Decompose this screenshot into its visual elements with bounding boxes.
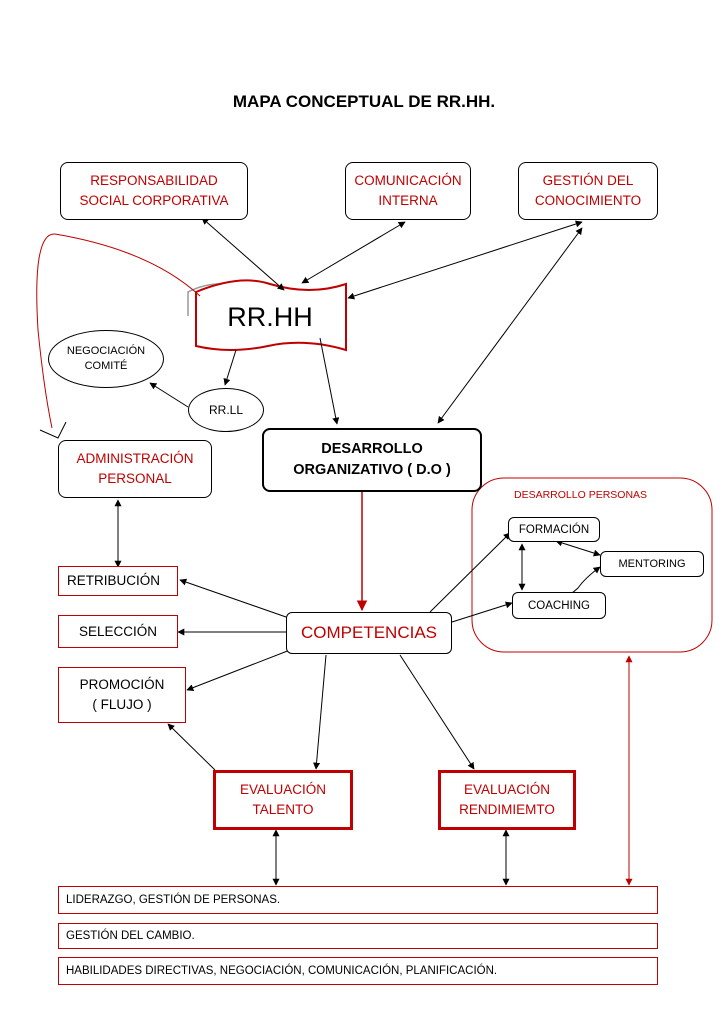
node-negociacion: NEGOCIACIÓN COMITÉ <box>48 330 164 388</box>
node-formacion: FORMACIÓN <box>508 517 600 542</box>
node-rrhh: RR.HH <box>227 302 313 333</box>
node-administracion: ADMINISTRACIÓN PERSONAL <box>58 440 212 498</box>
bar-gestion-cambio: GESTIÓN DEL CAMBIO. <box>58 923 658 949</box>
bar-liderazgo: LIDERAZGO, GESTIÓN DE PERSONAS. <box>58 886 658 914</box>
label-desarrollo-personas: DESARROLLO PERSONAS <box>514 489 648 501</box>
node-gestion-conocimiento: GESTIÓN DEL CONOCIMIENTO <box>518 162 658 220</box>
bar-habilidades: HABILIDADES DIRECTIVAS, NEGOCIACIÓN, COM… <box>58 957 658 985</box>
node-rrll: RR.LL <box>188 388 264 432</box>
node-evaluacion-talento: EVALUACIÓN TALENTO <box>213 770 353 830</box>
node-mentoring: MENTORING <box>600 551 704 577</box>
desarrollo-personas-group <box>471 477 713 653</box>
node-coaching: COACHING <box>512 592 606 619</box>
node-comunicacion: COMUNICACIÓN INTERNA <box>345 162 471 220</box>
node-responsabilidad: RESPONSABILIDAD SOCIAL CORPORATIVA <box>60 162 248 220</box>
node-evaluacion-rendimiento: EVALUACIÓN RENDIMIEMTO <box>438 770 576 830</box>
node-desarrollo-organizativo: DESARROLLO ORGANIZATIVO ( D.O ) <box>262 428 482 492</box>
node-retribucion: RETRIBUCIÓN <box>58 566 178 596</box>
node-seleccion: SELECCIÓN <box>58 615 178 648</box>
page-title: MAPA CONCEPTUAL DE RR.HH. <box>232 92 496 111</box>
node-promocion: PROMOCIÓN ( FLUJO ) <box>58 667 186 723</box>
node-competencias: COMPETENCIAS <box>286 612 452 654</box>
